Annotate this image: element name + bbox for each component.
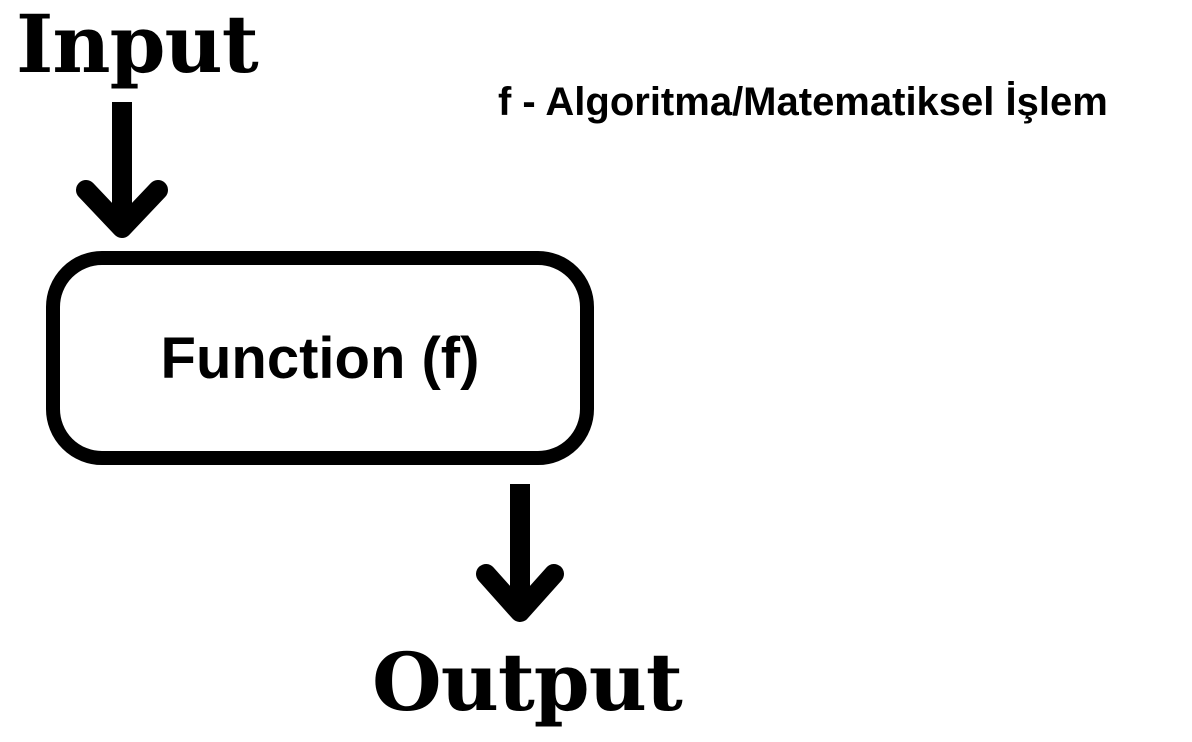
output-label: Output xyxy=(372,635,683,729)
function-definition-label: f - Algoritma/Matematiksel İşlem xyxy=(498,80,1108,124)
function-label: Function (f) xyxy=(160,326,480,391)
function-box: Function (f) xyxy=(46,251,594,465)
input-label: Input xyxy=(16,0,259,91)
